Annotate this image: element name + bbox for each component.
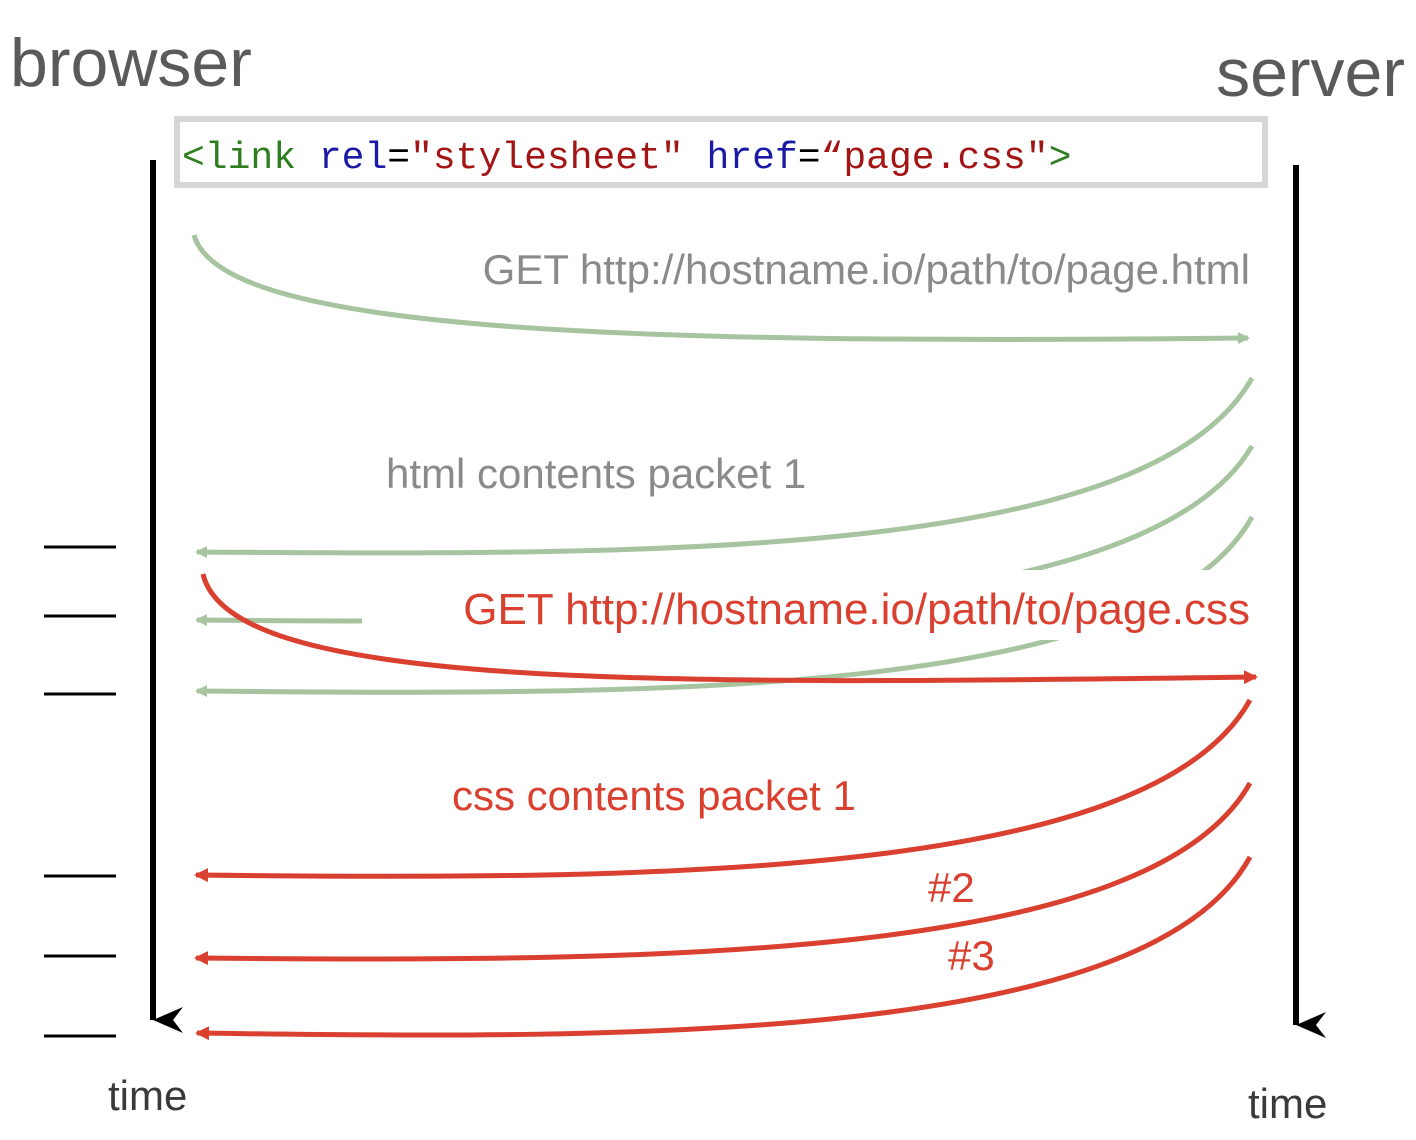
code-value-rel: "stylesheet" bbox=[410, 137, 684, 180]
server-title: server bbox=[1216, 35, 1405, 111]
html-packet-1-label: html contents packet 1 bbox=[386, 450, 806, 497]
css-packet-3-arrow bbox=[195, 855, 1253, 1041]
code-open-tag: <link bbox=[182, 137, 296, 180]
get-html-arrow bbox=[191, 234, 1250, 345]
get-css-label-background bbox=[362, 570, 1258, 640]
code-snippet: <link rel="stylesheet" href=“page.css"> bbox=[182, 137, 1071, 180]
css-packet-1-label: css contents packet 1 bbox=[452, 772, 856, 819]
get-css-label: GET http://hostname.io/path/to/page.css bbox=[463, 585, 1250, 634]
code-value-href: “page.css" bbox=[821, 137, 1049, 180]
html-packet-1-arrow bbox=[195, 376, 1255, 559]
css-packet-2-label: #2 bbox=[928, 864, 975, 911]
css-packet-3-label: #3 bbox=[948, 932, 995, 979]
code-attr-href: href bbox=[707, 137, 798, 180]
server-time-label: time bbox=[1248, 1080, 1327, 1127]
browser-title: browser bbox=[10, 25, 252, 101]
code-close-tag: > bbox=[1049, 137, 1072, 180]
code-attr-rel: rel bbox=[319, 137, 387, 180]
code-eq-1: = bbox=[387, 137, 410, 180]
get-css-arrow bbox=[200, 573, 1258, 685]
css-packet-2-arrow bbox=[194, 781, 1253, 966]
browser-time-label: time bbox=[108, 1072, 187, 1119]
css-packet-1-arrow bbox=[194, 698, 1253, 883]
code-eq-2: = bbox=[798, 137, 821, 180]
get-html-label: GET http://hostname.io/path/to/page.html bbox=[483, 246, 1250, 293]
code-snippet-box bbox=[174, 116, 1268, 188]
